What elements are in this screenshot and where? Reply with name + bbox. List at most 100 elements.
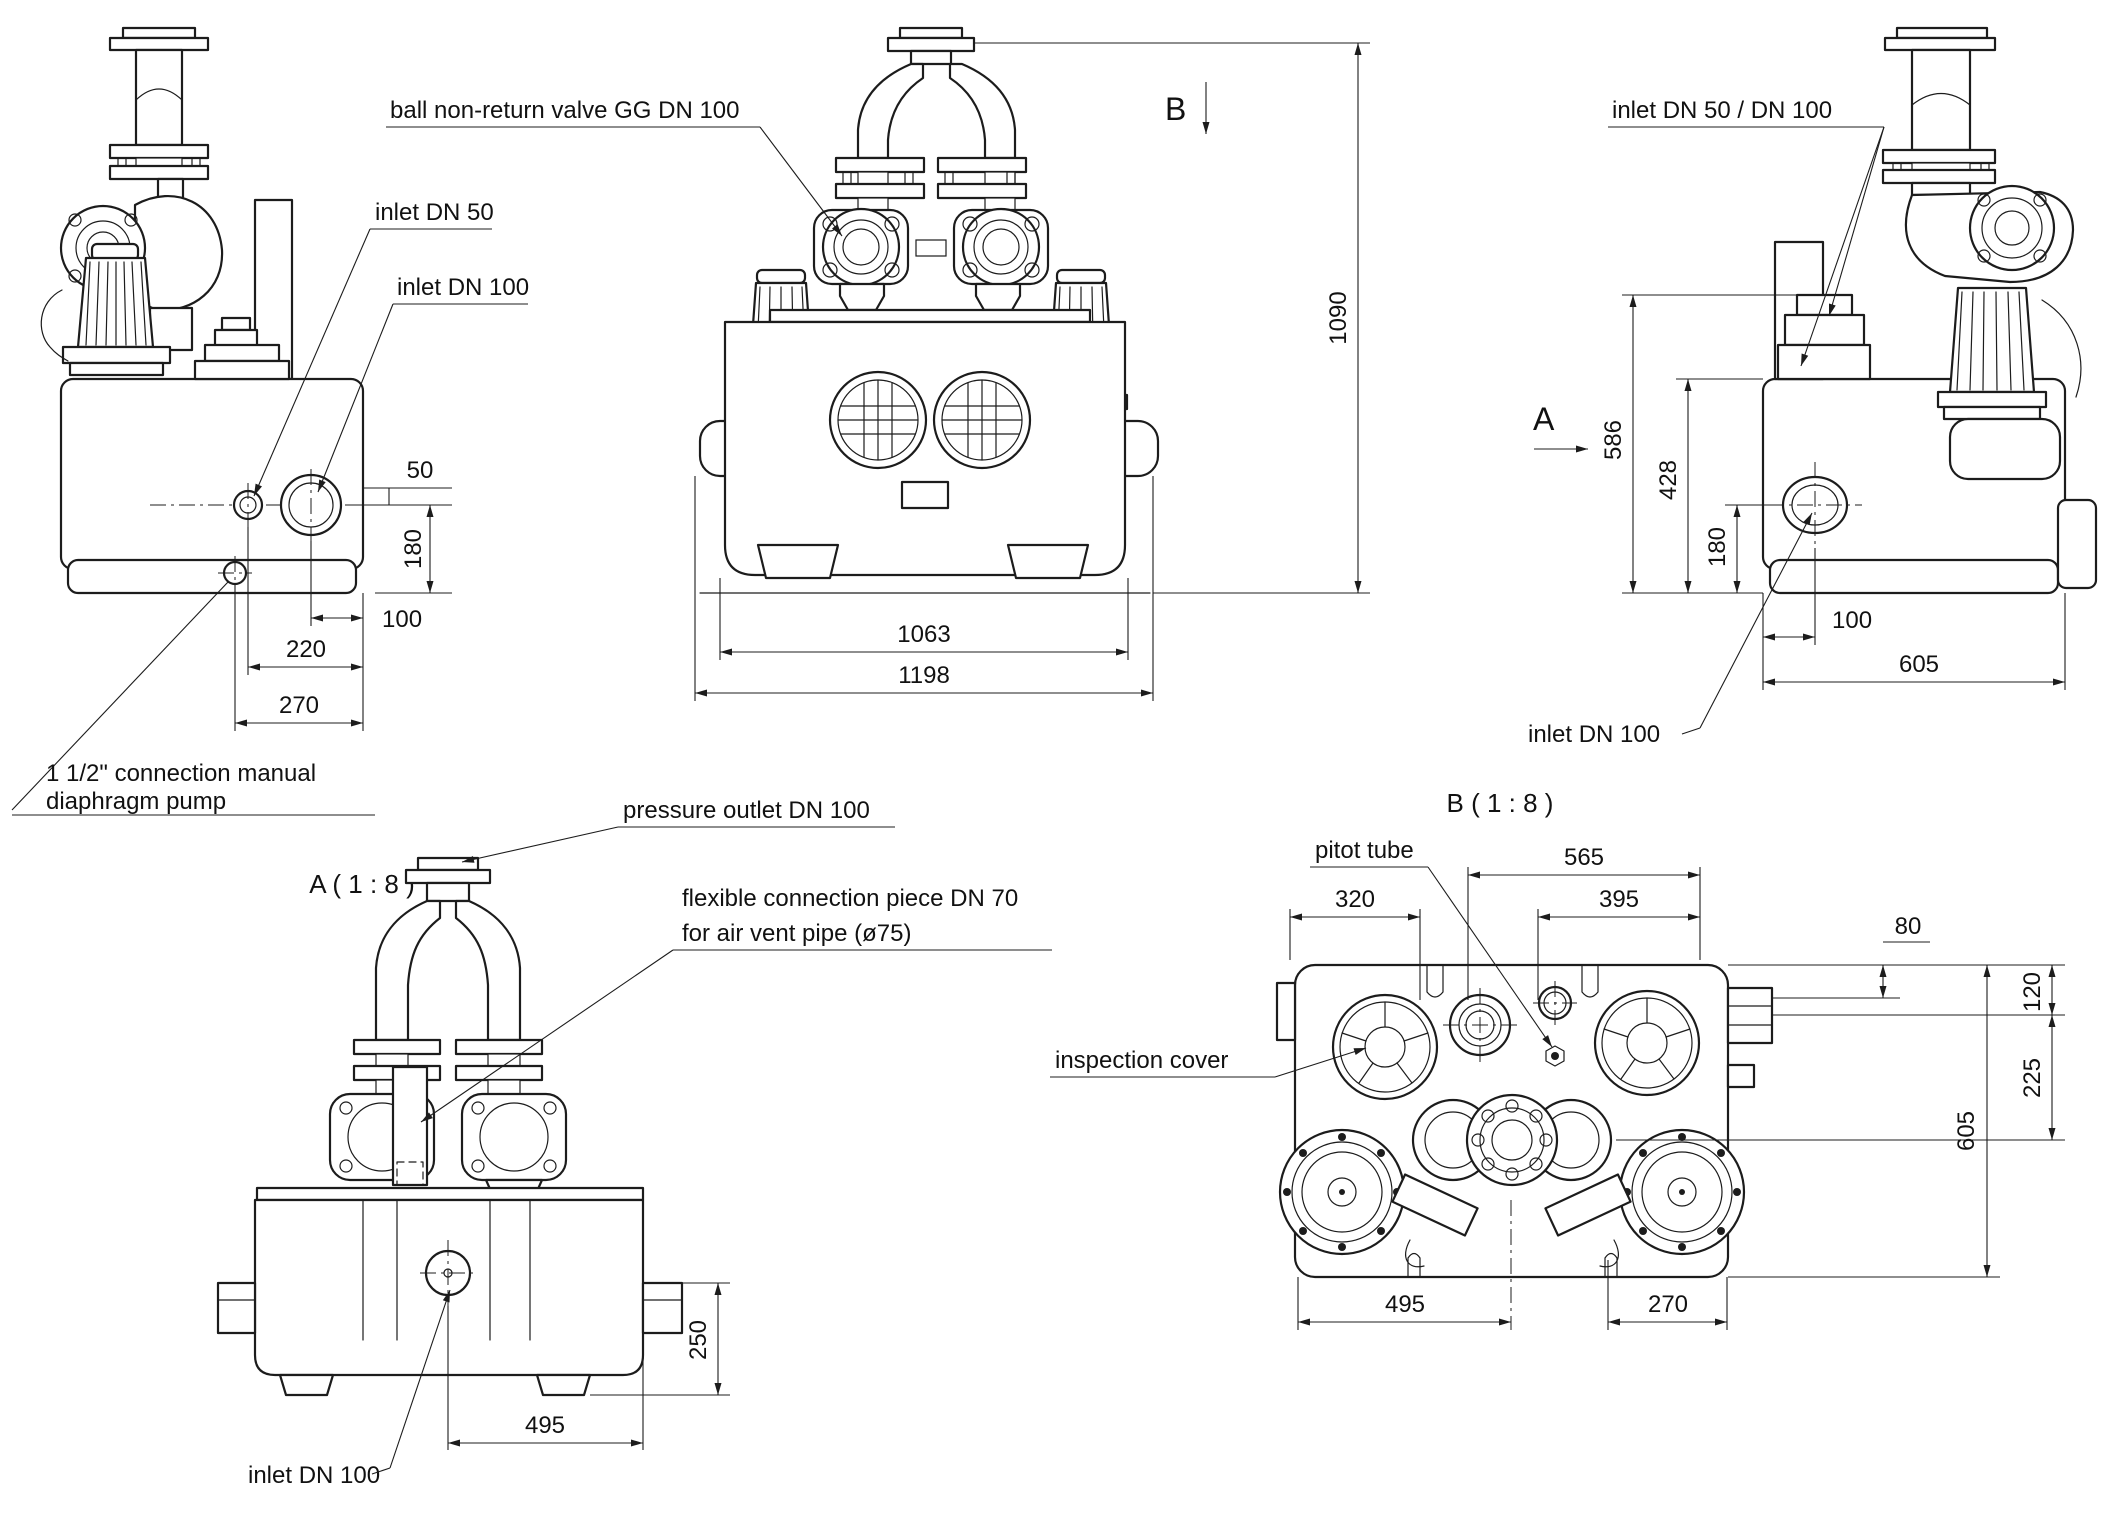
dimension-180-side: 180 <box>1704 504 1783 593</box>
svg-text:inlet DN 100: inlet DN 100 <box>397 274 529 301</box>
dim-270-b-label: 270 <box>1648 1291 1688 1318</box>
manual-pump-text-2: diaphragm pump <box>46 788 226 815</box>
dim-605-side-label: 605 <box>1899 651 1939 678</box>
label-inlet-dn100-a: inlet DN 100 <box>248 1289 451 1489</box>
label-ball-valve: ball non-return valve GG DN 100 <box>386 97 843 237</box>
pump-motor <box>40 242 172 377</box>
section-marker-a: A <box>1533 401 1588 453</box>
dimension-220: 220 <box>247 527 364 675</box>
ball-valve-right <box>952 207 1050 287</box>
tank-front <box>723 320 1127 577</box>
flange <box>108 143 210 160</box>
dimension-428: 428 <box>1655 378 1763 593</box>
label-pitot-tube: pitot tube <box>1310 837 1553 1048</box>
flex-text-1: flexible connection piece DN 70 <box>682 885 1018 912</box>
label-flex-connection: flexible connection piece DN 70 for air … <box>420 885 1052 1123</box>
dimension-565: 565 <box>1467 844 1701 1000</box>
y-pipe-left <box>856 62 925 160</box>
dimension-100: 100 <box>310 541 422 633</box>
nameplate <box>900 480 950 510</box>
section-b-letter: B <box>1165 91 1186 127</box>
dim-180-side-label: 180 <box>1704 527 1731 567</box>
dim-395-label: 395 <box>1599 886 1639 913</box>
dim-220-label: 220 <box>286 636 326 663</box>
svg-text:inspection cover: inspection cover <box>1055 1047 1228 1074</box>
svg-text:inlet DN 50: inlet DN 50 <box>375 199 494 226</box>
pitot-tube-fitting <box>1545 1045 1565 1067</box>
dim-180-label: 180 <box>400 529 427 569</box>
svg-text:ball non-return valve GG DN 10: ball non-return valve GG DN 100 <box>390 97 740 124</box>
view-left-side: 50 180 100 220 270 inlet DN 50 <box>11 26 529 816</box>
dimension-586: 586 <box>1600 294 1797 594</box>
inspection-window-right <box>932 370 1032 470</box>
y-pipe-right <box>948 62 1017 160</box>
label-inlet-dn100-side: inlet DN 100 <box>1528 512 1813 748</box>
label-inlet-dn50: inlet DN 50 <box>253 199 494 497</box>
dim-225-label: 225 <box>2019 1058 2046 1098</box>
tank <box>59 377 365 571</box>
tank-top-plate <box>768 308 1092 324</box>
dimension-320: 320 <box>1289 886 1421 1000</box>
dim-495-b-label: 495 <box>1385 1291 1425 1318</box>
dimension-1198: 1198 <box>694 476 1154 701</box>
dim-50-label: 50 <box>407 457 434 484</box>
dim-565-label: 565 <box>1564 844 1604 871</box>
dimension-180: 180 <box>347 504 452 594</box>
dimension-1063: 1063 <box>719 578 1129 660</box>
dim-428-label: 428 <box>1655 460 1682 500</box>
label-manual-diaphragm-pump: 1 1/2" connection manual diaphragm pump <box>11 581 375 816</box>
view-section-a: A ( 1 : 8 ) <box>216 797 1052 1489</box>
manual-pump-text-1: 1 1/2" connection manual <box>46 760 316 787</box>
view-b-title: B ( 1 : 8 ) <box>1447 788 1554 818</box>
dimension-605-side: 605 <box>1762 593 2066 690</box>
dim-605-b-label: 605 <box>1953 1111 1980 1151</box>
dim-80-label: 80 <box>1895 913 1922 940</box>
label-inlet-dn100: inlet DN 100 <box>317 274 529 493</box>
svg-text:pressure outlet DN 100: pressure outlet DN 100 <box>623 797 870 824</box>
dim-100-label: 100 <box>382 606 422 633</box>
inspection-cover-left <box>1331 993 1439 1101</box>
dim-1198-label: 1198 <box>898 662 950 689</box>
dim-100-side-label: 100 <box>1832 607 1872 634</box>
label-inlet-dn50-dn100: inlet DN 50 / DN 100 <box>1608 97 1885 367</box>
dimension-270-b: 270 <box>1607 1260 1728 1330</box>
dimension-120: 120 <box>1772 965 2065 1016</box>
dimension-1090: 1090 <box>974 42 1370 594</box>
dim-250-label: 250 <box>685 1320 712 1360</box>
dim-270-label: 270 <box>279 692 319 719</box>
air-vent-connection <box>391 1065 429 1187</box>
svg-text:inlet DN 50 / DN 100: inlet DN 50 / DN 100 <box>1612 97 1832 124</box>
label-pressure-outlet: pressure outlet DN 100 <box>461 797 895 863</box>
dimension-495-a: 495 <box>447 1306 644 1450</box>
view-a-title: A ( 1 : 8 ) <box>309 869 415 899</box>
svg-text:pitot tube: pitot tube <box>1315 837 1414 864</box>
svg-text:inlet DN 100: inlet DN 100 <box>248 1462 380 1489</box>
dimension-100-side: 100 <box>1762 548 1872 645</box>
dimension-395: 395 <box>1537 886 1700 1000</box>
dimension-270: 270 <box>234 584 364 731</box>
dimension-250: 250 <box>590 1282 730 1396</box>
dim-1063-label: 1063 <box>897 621 950 648</box>
outlet-flange-center <box>1465 1093 1559 1187</box>
dim-320-label: 320 <box>1335 886 1375 913</box>
label-inspection-cover: inspection cover <box>1050 1047 1367 1078</box>
dimension-495-b: 495 <box>1297 1200 1512 1330</box>
motor-top-left <box>1278 1128 1406 1256</box>
section-marker-b: B <box>1165 82 1210 134</box>
dim-120-label: 120 <box>2019 972 2046 1012</box>
inspection-cover-right <box>1593 989 1701 1097</box>
section-a-letter: A <box>1533 401 1555 437</box>
dimension-80: 80 <box>1728 913 2065 999</box>
dimension-50: 50 <box>363 457 452 505</box>
inspection-window-left <box>828 370 928 470</box>
dim-495-a-label: 495 <box>525 1412 565 1439</box>
flex-text-2: for air vent pipe (ø75) <box>682 920 911 947</box>
view-front: 1090 1063 1198 B ball non-return valve G… <box>386 26 1370 701</box>
pipe-cap <box>121 26 197 40</box>
dim-1090-label: 1090 <box>1325 291 1352 344</box>
motor-top-right <box>1618 1128 1746 1256</box>
view-top-b: B ( 1 : 8 ) <box>1050 788 2065 1330</box>
view-right-side: 586 428 180 100 605 inlet DN 50 / DN 100 <box>1528 26 2098 748</box>
